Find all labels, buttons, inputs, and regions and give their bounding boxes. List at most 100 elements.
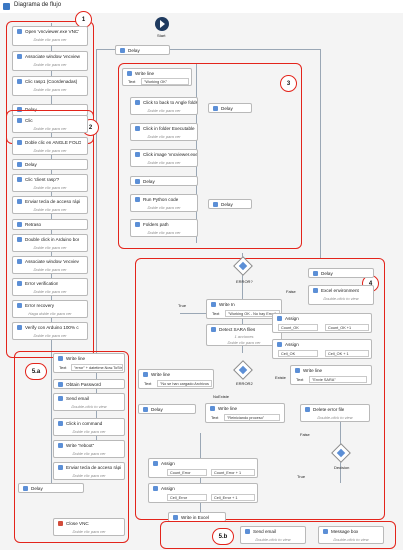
activity-delay-3a[interactable]: Delay — [208, 103, 252, 113]
activity-delay-4[interactable]: Delay — [308, 268, 374, 278]
assign-target[interactable]: Count_Error — [167, 469, 207, 476]
activity-obtain-password[interactable]: Obtain Password — [53, 379, 125, 389]
activity-click-folder-exec[interactable]: Click in folder Executable Doble clic pa… — [130, 123, 198, 141]
activity-write-line-reiniciando[interactable]: Write line Text "Reiniciando proceso" — [205, 403, 285, 423]
assign-value[interactable]: Count_OK +1 — [325, 324, 369, 331]
open-app-icon — [17, 29, 22, 34]
activity-associate-window[interactable]: Associate window 'vncview Doble clic par… — [12, 51, 88, 71]
keyboard-icon — [58, 443, 63, 448]
activity-message-box[interactable]: Message box Double-click to view — [318, 526, 384, 544]
activity-folders-path[interactable]: Folders path Doble clic para ver — [130, 219, 198, 237]
text-field[interactable]: "No se han cargado Archivos — [157, 380, 212, 387]
activity-write-in[interactable]: Write In Text "Working OK - No hay Error… — [206, 299, 282, 319]
activity-delay-3c[interactable]: Delay — [208, 199, 252, 209]
clock-icon — [120, 48, 125, 53]
activity-write-line-error[interactable]: Write line Text "error" + datetime.Now.T… — [53, 353, 125, 373]
activity-delay-5a-2[interactable]: Delay — [18, 483, 84, 493]
activity-verify-arduino[interactable]: Verify con Arduino 100% c Doble clic par… — [12, 322, 88, 340]
activity-run-python[interactable]: Run Python code Doble clic para ver — [130, 194, 198, 212]
click-icon — [58, 421, 63, 426]
image-icon — [135, 152, 140, 157]
activity-click-client-rasp[interactable]: Clic 'client rasp'? Doble clic para ver — [12, 174, 88, 192]
activity-delay-top[interactable]: Delay — [115, 45, 170, 55]
activity-associate-window-2[interactable]: Associate window 'vncviev Doble clic par… — [12, 256, 88, 274]
assign-target[interactable]: Cell_Error — [167, 494, 207, 501]
activity-error-recovery[interactable]: Error recovery Haga doble clic para ver — [12, 300, 88, 318]
section-3-highlight — [118, 63, 302, 249]
activity-click-back-angle[interactable]: Click to back to Angle folds Doble clic … — [130, 97, 198, 115]
activity-assign-cell-ok[interactable]: Assign Cell_OK Cell_OK + 1 — [272, 339, 372, 359]
clock-icon — [143, 407, 148, 412]
window-icon — [17, 54, 22, 59]
activity-click-image-vnc[interactable]: Click image 'vncviewer.exe i Doble clic … — [130, 149, 198, 167]
flowchart-canvas[interactable]: Start 1 Open 'vncviewer.exe VNC' Doble c… — [0, 11, 403, 550]
text-field[interactable]: "error" + datetime.Now.ToStr — [71, 364, 123, 371]
activity-write-line-working[interactable]: Write line Text "Working OK" — [122, 68, 192, 86]
section-5b-highlight — [160, 521, 396, 549]
activity-close-vnc[interactable]: Close VNC Doble clic para ver — [53, 518, 125, 536]
activity-send-hotkey-2[interactable]: Enviar tecla de acceso rápi Doble clic p… — [53, 462, 125, 480]
text-field[interactable]: "Envie SARA" — [309, 376, 367, 383]
clock-icon — [17, 162, 22, 167]
write-line-icon — [143, 372, 148, 377]
folder-icon — [135, 222, 140, 227]
start-label: Start — [157, 33, 166, 38]
no-existe-label: NoExiste — [213, 394, 230, 399]
workflow-icon — [3, 3, 10, 10]
click-icon — [135, 126, 140, 131]
activity-double-click-arduino[interactable]: Double click in Arduino bor Doble clic p… — [12, 234, 88, 252]
activity-write-line-no-archivos[interactable]: Write line Text "No se han cargado Archi… — [138, 369, 214, 389]
activity-excel-environment[interactable]: Excel environment Double-click to view — [308, 285, 374, 305]
clock-icon — [23, 486, 28, 491]
activity-assign-cell-error[interactable]: Assign Cell_Error Cell_Error + 1 — [148, 483, 258, 503]
activity-click-command[interactable]: Click in command Doble clic para ver — [53, 418, 125, 436]
email-icon — [58, 396, 63, 401]
activity-assign-count-ok[interactable]: Assign Count_OK Count_OK +1 — [272, 313, 372, 333]
assign-value[interactable]: Cell_OK + 1 — [325, 350, 369, 357]
start-node[interactable] — [155, 17, 169, 31]
check-icon — [17, 325, 22, 330]
write-line-icon — [210, 406, 215, 411]
assign-target[interactable]: Cell_OK — [278, 350, 318, 357]
activity-error-verification[interactable]: Error verification Doble clic para ver — [12, 278, 88, 296]
excel-icon — [173, 515, 178, 520]
true-label-2: True — [297, 474, 306, 479]
click-icon — [17, 140, 22, 145]
activity-double-click-angle[interactable]: Doble clic en ANGLE FOLD Doble clic para… — [12, 137, 88, 155]
activity-detect-sara[interactable]: Detect SARA files 1 acciones Doble clic … — [206, 324, 282, 346]
title-bar: Diagrama de flujo — [0, 0, 403, 14]
clock-icon — [17, 222, 22, 227]
activity-click-rasp1[interactable]: Clic rasp1 (Coordenadas) Doble clic para… — [12, 76, 88, 96]
assign-value[interactable]: Cell_Error + 1 — [211, 494, 255, 501]
email-icon — [245, 529, 250, 534]
activity-clic[interactable]: Clic Doble clic para ver — [12, 115, 88, 133]
activity-delay-5a[interactable]: Delay — [138, 404, 196, 414]
connector — [96, 49, 97, 449]
clock-icon — [17, 107, 22, 112]
decision-3-label: Decision — [334, 465, 350, 470]
activity-delay-2[interactable]: Delay — [12, 159, 88, 170]
write-line-icon — [58, 356, 63, 361]
activity-retraso[interactable]: Retraso — [12, 219, 88, 230]
activity-delay-3b[interactable]: Delay — [130, 176, 198, 186]
activity-send-email[interactable]: Send email Double-click to view — [53, 393, 125, 411]
activity-delete-error-file[interactable]: Delete error file Double-click to view — [300, 404, 370, 422]
text-field[interactable]: "Working OK" — [141, 78, 189, 85]
key-icon — [58, 382, 63, 387]
activity-send-email-2[interactable]: Send email Double-click to view — [240, 526, 306, 544]
activity-write-reboot[interactable]: Write "reboot" Doble clic para ver — [53, 440, 125, 458]
activity-open-vnc[interactable]: Open 'vncviewer.exe VNC' Doble clic para… — [12, 26, 88, 46]
text-field[interactable]: "Reiniciando proceso" — [224, 414, 280, 421]
existe-label: Existe — [275, 375, 286, 380]
activity-send-hotkey[interactable]: Enviar tecla de acceso rápi Doble clic p… — [12, 196, 88, 214]
assign-target[interactable]: Count_OK — [278, 324, 318, 331]
window-icon — [17, 259, 22, 264]
decision-error-label: ERROR? — [236, 279, 253, 284]
keyboard-icon — [17, 199, 22, 204]
assign-value[interactable]: Count_Error + 1 — [211, 469, 255, 476]
write-line-icon — [295, 368, 300, 373]
python-icon — [135, 197, 140, 202]
activity-write-line-envie[interactable]: Write line Text "Envie SARA" — [290, 365, 372, 385]
activity-assign-count-error[interactable]: Assign Count_Error Count_Error + 1 — [148, 458, 258, 478]
